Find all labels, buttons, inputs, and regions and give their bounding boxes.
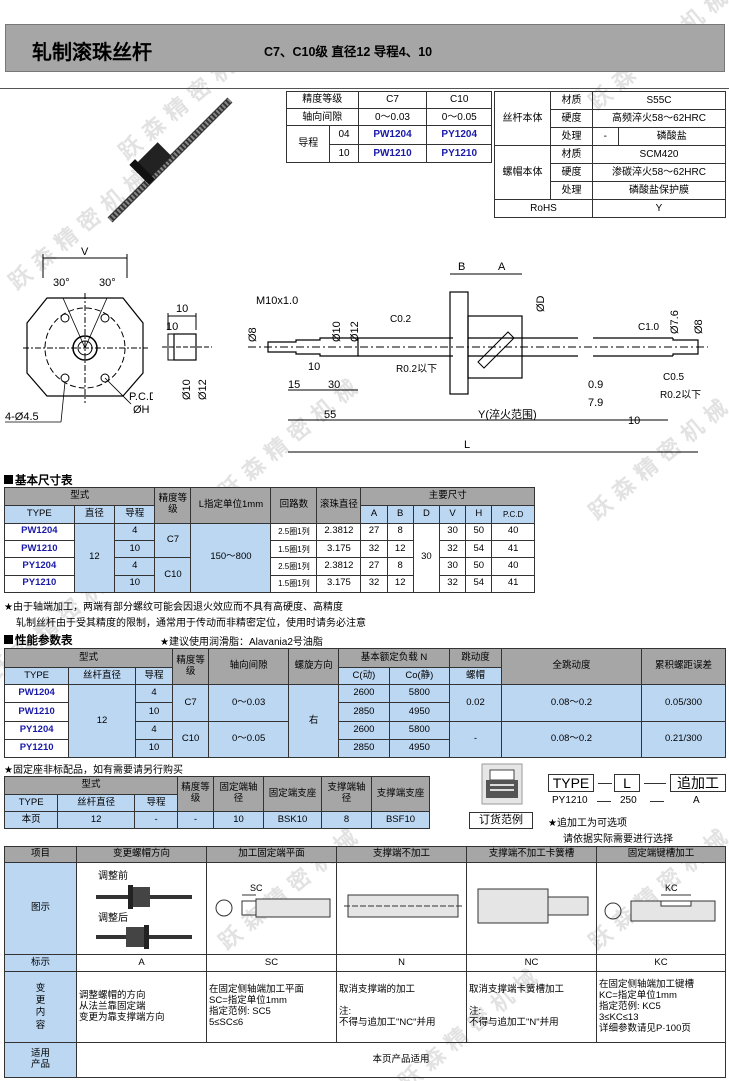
note: 轧制丝杆由于受其精度的限制，通常用于传动而非精密定位，使用时请务必注意 [16,618,366,629]
table-row-model[interactable]: PY1204 [3,720,70,740]
order-hint: ★追加工为可选项 [548,818,627,829]
svg-text:30: 30 [328,379,340,391]
svg-text:KC: KC [665,883,678,893]
page-subtitle: C7、C10级 直径12 导程4、10 [264,45,433,59]
order-type-box: TYPE [548,774,594,792]
side-drawing: M10x1.0 Ø8 Ø10 Ø12 C0.2 B A ØD C1.0 Ø7.6… [247,261,708,453]
table-row-model[interactable]: PW1210 [4,539,75,559]
nut-flange [449,291,469,395]
order-add-box: 追加工 [670,774,726,792]
svg-text:Ø10: Ø10 [181,379,193,400]
table-row-model[interactable]: PY1210 [4,574,75,594]
svg-text:调整前: 调整前 [98,869,128,882]
page-header: 轧制滚珠丝杆 C7、C10级 直径12 导程4、10 [5,24,725,72]
svg-text:Ø8: Ø8 [693,319,705,334]
table-row-model[interactable]: PW1204 [4,522,75,542]
svg-text:R0.2以下: R0.2以下 [396,364,437,375]
svg-text:R0.2以下: R0.2以下 [660,390,701,401]
fix-note: ★固定座非标配品，如有需要请另行购买 [4,765,183,776]
divider [0,88,729,89]
svg-text:10: 10 [166,321,178,333]
svg-text:0.9: 0.9 [588,379,603,391]
figure-flat: SC [206,862,337,955]
table-row-model[interactable]: PY1210 [3,738,70,759]
svg-text:调整后: 调整后 [98,911,128,924]
flange-view: V 30° 30° P.C.D ØH 4-Ø4.5 [5,246,153,423]
model-link[interactable]: PY1210 [426,143,492,164]
table-row-model[interactable]: PY1204 [4,557,75,576]
figure-nut-direction: 调整前 调整后 [76,862,207,955]
order-example-type: PY1210 [552,795,588,806]
svg-text:Ø7.6: Ø7.6 [669,310,681,334]
svg-text:C0.2: C0.2 [390,314,412,325]
figure-no-groove [466,862,597,955]
svg-text:10: 10 [628,415,640,427]
product-photo [107,97,233,223]
section-title-basic: 基本尺寸表 [4,472,73,488]
angle-label: 30° [99,277,116,289]
model-link[interactable]: PW1210 [357,143,428,164]
svg-text:SC: SC [250,883,263,893]
figure-no-support [336,862,467,955]
model-link[interactable]: PY1204 [426,125,492,145]
svg-text:C0.5: C0.5 [663,372,685,383]
options-table: 项目 变更螺帽方向 加工固定端平面 支撑端不加工 支撑端不加工卡簧槽 固定端键槽… [4,845,726,1078]
svg-text:Ø10: Ø10 [331,321,343,342]
svg-text:Ø12: Ø12 [349,321,361,342]
order-hint: 请依据实际需要进行选择 [563,834,673,845]
svg-text:55: 55 [324,409,336,421]
section-title-perf: 性能参数表 [4,632,73,648]
svg-text:Ø8: Ø8 [247,327,259,342]
phiH-label: ØH [133,404,150,416]
svg-text:10: 10 [176,303,188,315]
table-row-model[interactable]: PW1210 [3,702,70,722]
order-icon [481,763,523,805]
svg-text:C1.0: C1.0 [638,322,660,333]
svg-text:10: 10 [308,361,320,373]
performance-table: 型式 精度等级 轴向间隙 螺旋方向 基本额定负载 N 跳动度 全跳动度 累积螺距… [3,647,726,759]
svg-text:7.9: 7.9 [588,397,603,409]
angle-label: 30° [53,277,70,289]
svg-text:ØD: ØD [535,295,547,312]
shaft-end-view: 10 10 Ø10 Ø12 [162,303,212,400]
figure-keyway: KC [596,862,726,955]
perf-note: ★建议使用润滑脂：Alavania2号油脂 [160,637,323,648]
svg-text:Y(淬火范围): Y(淬火范围) [478,407,537,421]
holes-label: 4-Ø4.5 [5,411,39,423]
svg-text:A: A [498,261,506,273]
svg-text:15: 15 [288,379,300,391]
pcd-label: P.C.D [129,391,153,403]
svg-text:B: B [458,261,465,273]
page-title: 轧制滚珠丝杆 [32,42,152,64]
order-example-button[interactable]: 订货范例 [469,812,533,829]
order-l-box: L [614,774,640,792]
model-link[interactable]: PW1204 [357,125,428,145]
svg-text:L: L [464,439,470,451]
order-example-add: A [693,795,700,806]
svg-text:Ø12: Ø12 [197,379,209,400]
svg-text:M10x1.0: M10x1.0 [256,295,298,307]
order-example-l: 250 [620,795,637,806]
dim-V: V [81,246,89,258]
note: ★由于轴端加工，两端有部分螺纹可能会因退火效应而不具有高硬度、高精度 [4,602,343,613]
table-row-model[interactable]: PW1204 [3,684,70,704]
nut [129,142,172,185]
